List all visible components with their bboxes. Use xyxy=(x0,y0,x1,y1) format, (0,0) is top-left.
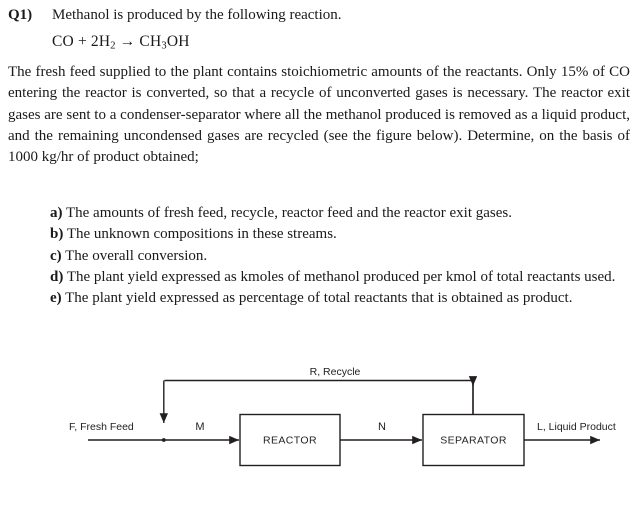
question-title: Methanol is produced by the following re… xyxy=(52,7,342,23)
sub-question-d: d) The plant yield expressed as kmoles o… xyxy=(50,267,630,288)
equation-h2-coefficient: 2 xyxy=(90,33,99,50)
reactor-exit-label: N xyxy=(378,421,386,433)
sub-question-a-marker: a) xyxy=(50,205,63,221)
liquid-product-label: L, Liquid Product xyxy=(537,421,616,433)
question-heading: Q1) Methanol is produced by the followin… xyxy=(8,6,628,25)
sub-question-a: a) The amounts of fresh feed, recycle, r… xyxy=(50,203,630,224)
question-number: Q1) xyxy=(8,7,33,23)
sub-question-c-marker: c) xyxy=(50,247,62,264)
reaction-equation: CO+2H2→CH3OH xyxy=(52,33,190,52)
reaction-arrow-icon: → xyxy=(119,33,136,50)
equation-plus-sign: + xyxy=(77,33,87,50)
equation-reactant-co: CO xyxy=(52,33,74,50)
separator-unit-label: SEPARATOR xyxy=(440,435,507,447)
reactor-unit-label: REACTOR xyxy=(263,435,317,447)
sub-question-b-marker: b) xyxy=(50,226,64,243)
sub-question-list: a) The amounts of fresh feed, recycle, r… xyxy=(50,203,630,309)
sub-question-c-text: The overall conversion. xyxy=(65,247,208,264)
sub-question-b-text: The unknown compositions in these stream… xyxy=(66,226,337,243)
sub-question-d-text: The plant yield expressed as kmoles of m… xyxy=(66,268,616,285)
sub-question-e: e) The plant yield expressed as percenta… xyxy=(50,288,630,309)
sub-question-b: b) The unknown compositions in these str… xyxy=(50,224,630,245)
equation-product-ch: CH xyxy=(139,33,162,50)
equation-h2-subscript: 2 xyxy=(110,40,116,52)
sub-question-e-text: The plant yield expressed as percentage … xyxy=(65,290,573,307)
problem-statement: The fresh feed supplied to the plant con… xyxy=(8,64,630,166)
separator-unit-box xyxy=(422,413,525,467)
process-flow-diagram: R, Recycle F, Fresh Feed M REACTOR N xyxy=(0,352,640,511)
mixing-junction-node xyxy=(161,438,166,442)
equation-h2-symbol: H xyxy=(98,33,111,50)
sub-question-e-marker: e) xyxy=(50,290,62,307)
sub-question-a-text: The amounts of fresh feed, recycle, reac… xyxy=(65,205,513,221)
fresh-feed-label: F, Fresh Feed xyxy=(69,421,134,433)
reactor-unit-box xyxy=(239,413,341,467)
sub-question-c: c) The overall conversion. xyxy=(50,246,630,267)
equation-product-oh: OH xyxy=(166,33,190,50)
equation-product-subscript: 3 xyxy=(161,40,167,52)
recycle-line-top xyxy=(164,379,474,415)
sub-question-d-marker: d) xyxy=(50,268,64,285)
reactor-feed-label: M xyxy=(195,421,204,433)
recycle-stream-label: R, Recycle xyxy=(310,366,361,378)
